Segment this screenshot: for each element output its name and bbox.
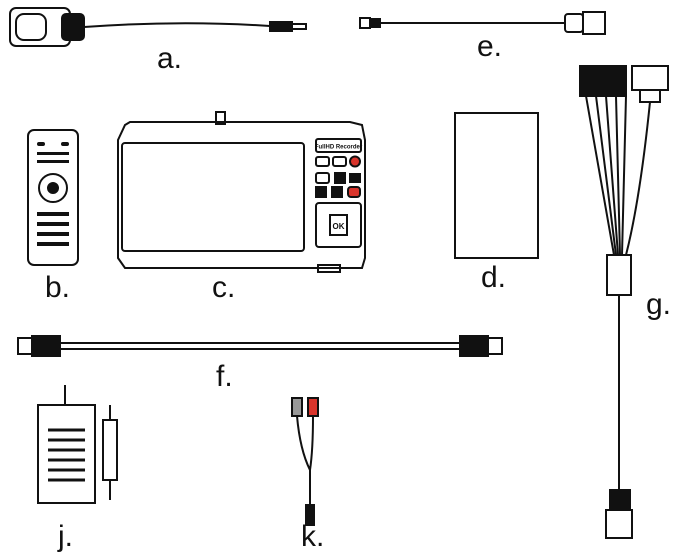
label-d: d. <box>481 261 507 294</box>
power-adapter-illustration <box>9 7 307 47</box>
user-manual-illustration <box>454 112 539 259</box>
label-e: e. <box>477 30 503 63</box>
label-k: k. <box>301 520 325 553</box>
usb-cable-illustration <box>359 11 606 35</box>
label-c: c. <box>212 271 236 304</box>
label-b: b. <box>45 271 71 304</box>
label-f: f. <box>216 360 233 393</box>
charger-illustration <box>37 385 118 504</box>
recorder-illustration: FullHD Recorder OK <box>117 111 366 273</box>
breakout-cable-illustration <box>579 65 669 539</box>
ok-button-label: OK <box>333 222 345 231</box>
remote-control-illustration <box>27 129 79 266</box>
audio-cable-illustration <box>291 397 319 526</box>
recorder-brand: FullHD Recorder <box>315 145 363 151</box>
label-a: a. <box>157 42 183 75</box>
label-j: j. <box>58 520 73 553</box>
hdmi-cable-illustration <box>17 335 503 357</box>
label-g: g. <box>646 288 672 321</box>
